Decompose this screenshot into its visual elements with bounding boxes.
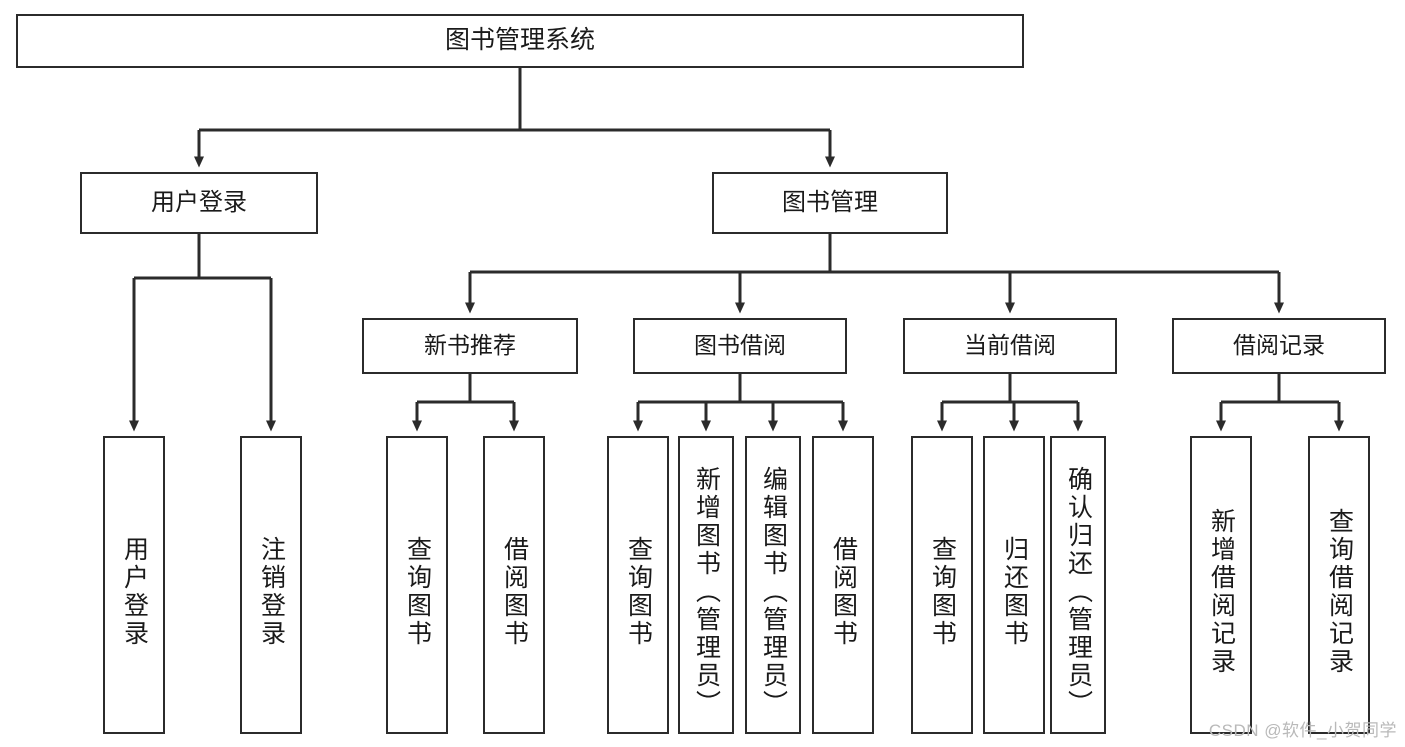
- node-leaf-return-book[interactable]: 归还图书: [983, 436, 1045, 734]
- node-new-book-recommend[interactable]: 新书推荐: [362, 318, 578, 374]
- node-current-borrow-label: 当前借阅: [964, 332, 1056, 359]
- node-leaf-edit-book-admin-label: 编辑图书（管理员）: [759, 466, 788, 718]
- node-leaf-query-book-current[interactable]: 查询图书: [911, 436, 973, 734]
- node-leaf-edit-book-admin[interactable]: 编辑图书（管理员）: [745, 436, 801, 734]
- node-leaf-add-borrow-record-label: 新增借阅记录: [1207, 508, 1236, 676]
- node-user-login-label: 用户登录: [151, 188, 247, 216]
- node-leaf-query-book-recommend-label: 查询图书: [403, 536, 432, 648]
- node-leaf-query-borrow-record-label: 查询借阅记录: [1325, 508, 1354, 676]
- node-borrow-record-label: 借阅记录: [1233, 332, 1325, 359]
- node-book-borrow[interactable]: 图书借阅: [633, 318, 847, 374]
- node-leaf-return-book-label: 归还图书: [1000, 536, 1029, 648]
- node-current-borrow[interactable]: 当前借阅: [903, 318, 1117, 374]
- node-leaf-add-book-admin-label: 新增图书（管理员）: [692, 466, 721, 718]
- node-leaf-user-login-label: 用户登录: [120, 536, 149, 648]
- node-leaf-logout-login-label: 注销登录: [257, 536, 286, 648]
- node-borrow-record[interactable]: 借阅记录: [1172, 318, 1386, 374]
- node-leaf-borrow-book-recommend-label: 借阅图书: [500, 536, 529, 648]
- node-book-borrow-label: 图书借阅: [694, 332, 786, 359]
- node-root-system[interactable]: 图书管理系统: [16, 14, 1024, 68]
- node-leaf-confirm-return-admin[interactable]: 确认归还（管理员）: [1050, 436, 1106, 734]
- node-leaf-query-book-current-label: 查询图书: [928, 536, 957, 648]
- node-leaf-add-borrow-record[interactable]: 新增借阅记录: [1190, 436, 1252, 734]
- node-leaf-query-borrow-record[interactable]: 查询借阅记录: [1308, 436, 1370, 734]
- node-leaf-query-book-borrow-label: 查询图书: [624, 536, 653, 648]
- node-root-system-label: 图书管理系统: [444, 26, 595, 55]
- node-new-book-recommend-label: 新书推荐: [424, 332, 516, 359]
- node-leaf-query-book-recommend[interactable]: 查询图书: [386, 436, 448, 734]
- node-leaf-logout-login[interactable]: 注销登录: [240, 436, 302, 734]
- node-leaf-add-book-admin[interactable]: 新增图书（管理员）: [678, 436, 734, 734]
- node-leaf-user-login[interactable]: 用户登录: [103, 436, 165, 734]
- node-leaf-confirm-return-admin-label: 确认归还（管理员）: [1064, 466, 1093, 718]
- node-user-login[interactable]: 用户登录: [80, 172, 318, 234]
- node-leaf-borrow-book[interactable]: 借阅图书: [812, 436, 874, 734]
- node-leaf-borrow-book-recommend[interactable]: 借阅图书: [483, 436, 545, 734]
- node-leaf-query-book-borrow[interactable]: 查询图书: [607, 436, 669, 734]
- node-book-manage[interactable]: 图书管理: [712, 172, 948, 234]
- node-book-manage-label: 图书管理: [782, 188, 878, 216]
- csdn-watermark: CSDN @软件_小贺同学: [1208, 721, 1397, 740]
- node-leaf-borrow-book-label: 借阅图书: [829, 536, 858, 648]
